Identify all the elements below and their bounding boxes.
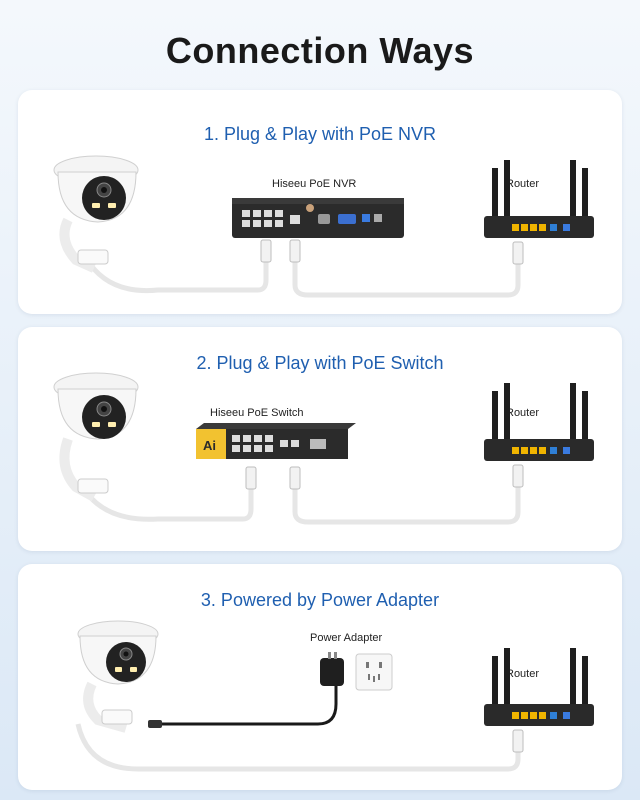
rj45-plug-icon [512, 729, 524, 753]
camera-cable [83, 250, 269, 294]
diagram-poe-nvr [53, 155, 594, 298]
dome-camera-icon [77, 620, 159, 733]
router-icon [484, 160, 594, 238]
section-poe-switch: 2. Plug & Play with PoE Switch Hiseeu Po… [18, 327, 622, 551]
nvr-router-cable [292, 250, 521, 298]
nvr-label: Hiseeu PoE NVR [272, 178, 357, 190]
rj45-plug-icon [245, 466, 257, 490]
section-poe-nvr: 1. Plug & Play with PoE NVR Hiseeu PoE N… [18, 90, 622, 314]
power-cable [158, 684, 338, 726]
power-adapter-label: Power Adapter [310, 632, 383, 644]
section-heading: 2. Plug & Play with PoE Switch [196, 353, 444, 373]
page-title: Connection Ways [165, 30, 475, 71]
diagram-power-adapter [75, 620, 594, 772]
poe-switch-icon [196, 423, 356, 459]
router-label: Router [506, 407, 540, 419]
rj45-plug-icon [512, 241, 524, 265]
nvr-device-icon [232, 198, 404, 238]
rj45-plug-icon [260, 239, 272, 263]
router-icon [484, 383, 594, 461]
router-label: Router [506, 668, 540, 680]
dc-plug-icon [148, 720, 162, 728]
switch-router-cable [292, 477, 521, 525]
switch-badge: Ai [203, 438, 216, 453]
section-heading: 3. Powered by Power Adapter [200, 590, 440, 610]
rj45-plug-icon [289, 466, 301, 490]
wall-socket-icon [355, 653, 393, 691]
section-power-adapter: 3. Powered by Power Adapter Power Adapte… [18, 564, 622, 790]
router-icon [484, 648, 594, 726]
power-adapter-icon [320, 652, 344, 686]
camera-router-cable [75, 723, 521, 772]
rj45-plug-icon [512, 464, 524, 488]
switch-label: Hiseeu PoE Switch [210, 407, 304, 419]
diagram-poe-switch [53, 372, 594, 525]
rj45-plug-icon [289, 239, 301, 263]
section-heading: 1. Plug & Play with PoE NVR [203, 124, 437, 144]
dome-camera-icon [53, 372, 139, 502]
router-label: Router [506, 178, 540, 190]
camera-cable [83, 479, 254, 522]
dome-camera-icon [53, 155, 139, 273]
